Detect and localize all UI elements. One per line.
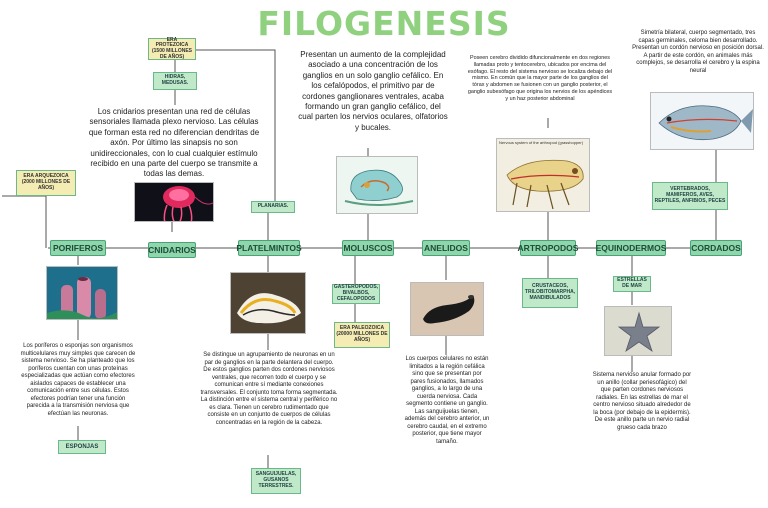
era-paleozoica: ERA PALEOZOICA (20000 MILLONES DE AÑOS) bbox=[334, 322, 390, 348]
node-moluscos: MOLUSCOS bbox=[342, 240, 394, 256]
node-artropodos: ARTROPODOS bbox=[518, 240, 578, 256]
leech-image bbox=[410, 282, 484, 336]
text-moluscos: Presentan un aumento de la complejidad a… bbox=[298, 50, 448, 132]
line-era-arq bbox=[2, 195, 47, 248]
fish-diagram bbox=[650, 92, 754, 150]
node-anelidos: ANELIDOS bbox=[422, 240, 470, 256]
box-planarias: PLANARIAS. bbox=[251, 201, 295, 213]
sponge-image bbox=[46, 266, 118, 320]
text-equinodermos: Sistema nervioso anular formado por un a… bbox=[592, 372, 692, 431]
node-platelmintos: PLATELMINTOS bbox=[236, 240, 302, 256]
text-poriferos: Los poríferos o esponjas son organismos … bbox=[20, 343, 136, 417]
box-crustaceos: CRUSTACEOS, TRILOBITOMARPHA, MANDIBULADO… bbox=[522, 278, 578, 308]
node-cordados: CORDADOS bbox=[690, 240, 742, 256]
box-hidras: HIDRAS, MEDUSAS. bbox=[153, 72, 197, 90]
starfish-image bbox=[604, 306, 672, 356]
flatworm-image bbox=[230, 272, 306, 334]
node-poriferos: PORIFEROS bbox=[50, 240, 106, 256]
era-proterozoica: ERA PROTEZOICA (1500 MILLONES DE AÑOS) bbox=[148, 37, 196, 60]
box-esponjas: ESPONJAS bbox=[58, 440, 106, 454]
text-anelidos: Los cuerpos celulares no están limitados… bbox=[404, 356, 490, 445]
text-cnidarios: Los cnidarios presentan una red de célul… bbox=[88, 107, 260, 179]
node-equinodermos: EQUINODERMOS bbox=[596, 240, 666, 256]
page-title: FILOGENESIS bbox=[257, 4, 511, 43]
box-gasteropodos: GASTEROPODOS, BIVALBOS, CEFALOPODOS bbox=[332, 284, 380, 304]
text-platelmintos: Se distingue un agrupamiento de neuronas… bbox=[200, 352, 338, 426]
box-vertebrados: VERTEBRADOS, MAMIFEROS, AVES, REPTILES, … bbox=[652, 182, 728, 210]
text-cordados: Simetría bilateral, cuerpo segmentado, t… bbox=[632, 30, 764, 74]
jellyfish-image bbox=[134, 182, 214, 222]
arthropod-diagram: Nervous system of the arthropod (grassho… bbox=[496, 138, 590, 212]
era-arqueozoica: ERA ARQUEZOICA (2000 MILLONES DE AÑOS) bbox=[16, 170, 76, 196]
box-sanguijuelas: SANGUIJUELAS, GUSANOS TERRESTRES. bbox=[251, 468, 301, 494]
node-cnidarios: CNIDARIOS bbox=[148, 242, 196, 258]
box-estrellas: ESTRELLAS DE MAR bbox=[613, 276, 651, 292]
mollusk-diagram bbox=[336, 156, 418, 214]
diagram-caption: Nervous system of the arthropod (grassho… bbox=[499, 140, 584, 145]
text-artropodos: Poseen cerebro dividido difuncionalmente… bbox=[467, 55, 613, 102]
